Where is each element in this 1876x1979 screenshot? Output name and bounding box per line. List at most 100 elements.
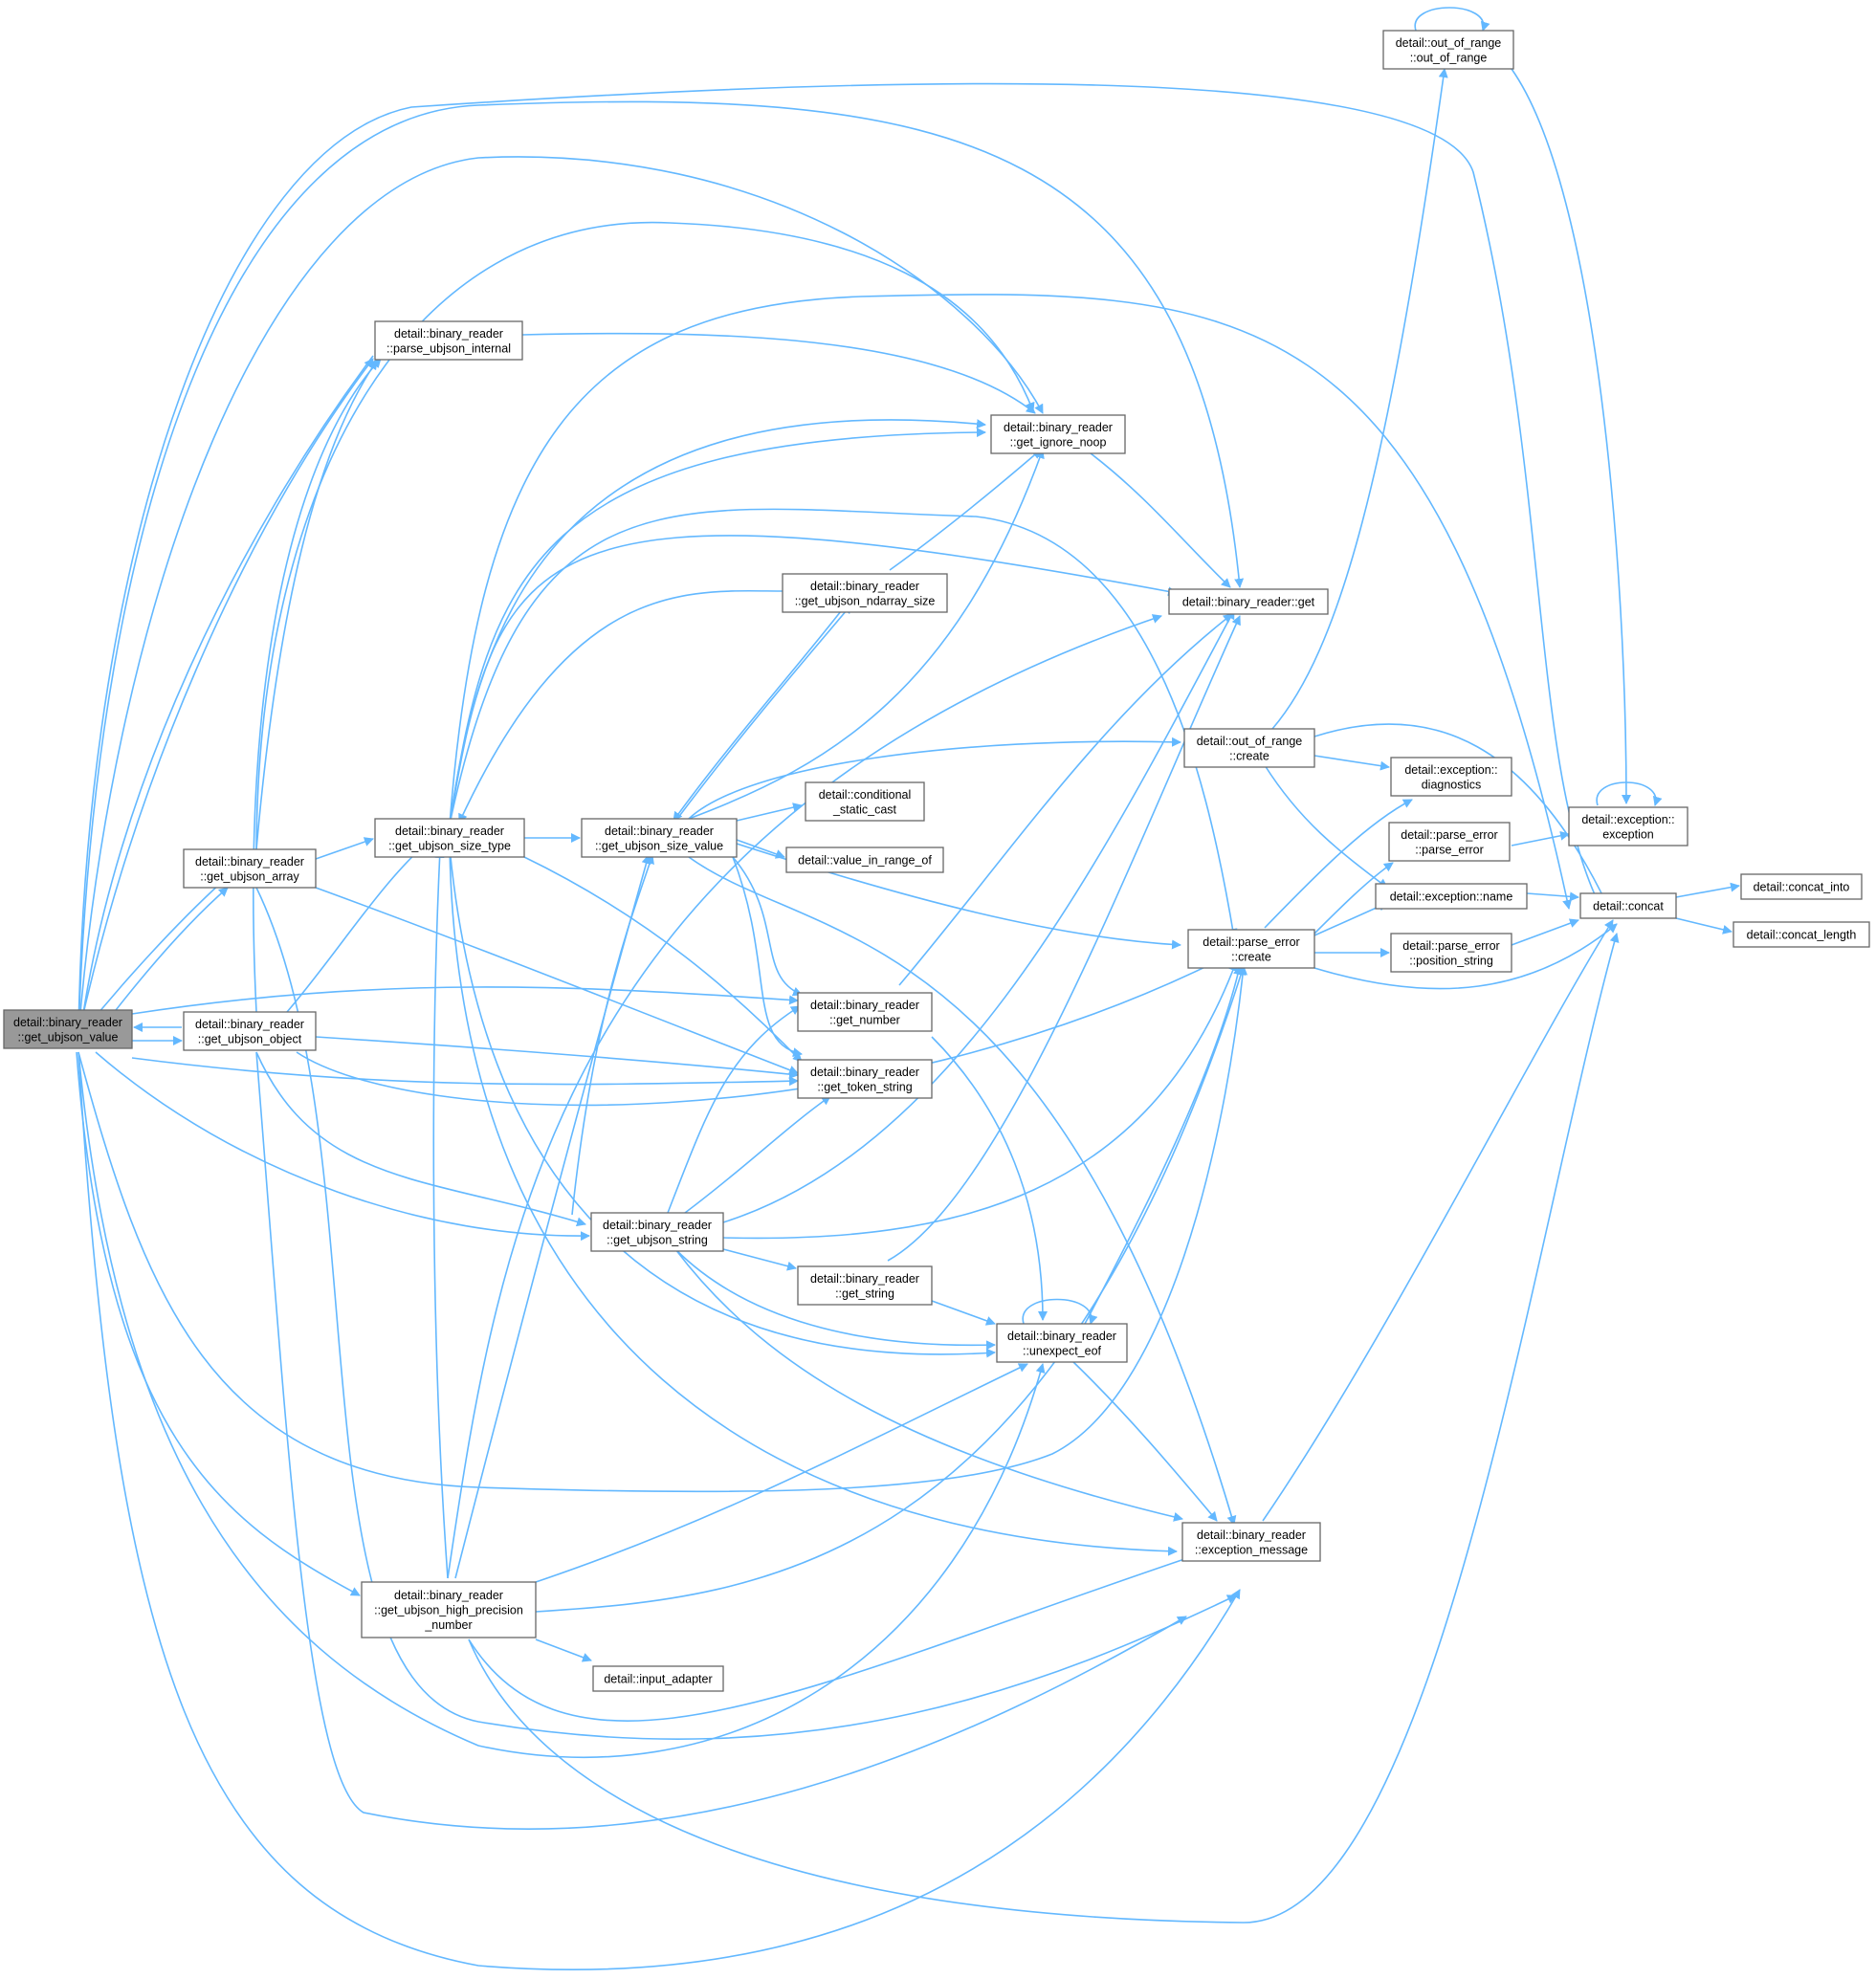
node-label: detail::binary_reader::get (1182, 596, 1315, 609)
edge-high-precision-to-unexpect-eof (535, 1363, 1028, 1583)
edge-high-precision-to-concat (468, 933, 1620, 1924)
node-get-ubjson-size-value[interactable]: detail::binary_reader::get_ubjson_size_v… (581, 818, 738, 858)
edge-value-to-token-string (131, 1057, 799, 1087)
node-parse-error-create[interactable]: detail::parse_error::create (1187, 929, 1315, 969)
node-get-number[interactable]: detail::binary_reader::get_number (797, 992, 933, 1032)
node-get-ubjson-high-precision-number[interactable]: detail::binary_reader::get_ubjson_high_p… (361, 1581, 537, 1638)
node-label-line: ::position_string (1409, 954, 1493, 967)
node-label: detail::binary_reader::unexpect_eof (1007, 1330, 1116, 1358)
node-get-string[interactable]: detail::binary_reader::get_string (797, 1265, 933, 1306)
node-conditional-static-cast[interactable]: detail::conditional_static_cast (805, 781, 925, 822)
edge-pe-create-to-diagnostics (1264, 799, 1413, 929)
edge-size-type-to-get (449, 535, 1178, 825)
node-exception-diagnostics[interactable]: detail::exception::diagnostics (1390, 757, 1512, 797)
node-value-in-range-of[interactable]: detail::value_in_range_of (785, 847, 944, 873)
node-label-line: ::get_ubjson_ndarray_size (795, 594, 936, 607)
node-get-ignore-noop[interactable]: detail::binary_reader::get_ignore_noop (990, 414, 1126, 454)
edge-array-to-exception-message (255, 887, 1237, 1740)
node-label-line: detail::conditional (819, 788, 912, 802)
edge-ubjson-string-to-parse-error-create (722, 961, 1238, 1240)
edge-ndarray-to-size-value (673, 602, 849, 822)
node-label-line: detail::binary_reader (810, 999, 919, 1012)
node-label-line: detail::binary_reader (1004, 421, 1113, 434)
edge-get-number-to-unexpect-eof (931, 1036, 1048, 1321)
node-label-line: ::get_ignore_noop (1010, 435, 1107, 449)
node-exception-ctor[interactable]: detail::exception::exception (1568, 806, 1688, 847)
node-label-line: ::parse_error (1415, 843, 1484, 856)
node-position-string[interactable]: detail::parse_error::position_string (1390, 933, 1512, 973)
node-exception-name[interactable]: detail::exception::name (1375, 883, 1528, 910)
node-label-line: ::parse_ubjson_internal (386, 341, 511, 355)
node-label: detail::binary_reader::get_string (810, 1272, 919, 1301)
node-get-token-string[interactable]: detail::binary_reader::get_token_string (797, 1059, 933, 1099)
node-label: detail::concat_length (1747, 929, 1857, 942)
edge-high-precision-to-get (447, 614, 1162, 1579)
edge-oor-create-to-concat (1313, 723, 1608, 906)
node-label: detail::binary_reader::get_ubjson_string (603, 1219, 712, 1247)
edge-high-precision-to-size-value (454, 854, 651, 1579)
node-label-line: ::create (1229, 749, 1269, 762)
node-label-line: detail::binary_reader (603, 1219, 712, 1232)
node-label-line: detail::parse_error (1402, 939, 1499, 953)
edge-unexpect-eof-to-parse-error-create (1084, 965, 1243, 1325)
node-label: detail::exception::name (1390, 891, 1513, 904)
node-get-ubjson-string[interactable]: detail::binary_reader::get_ubjson_string (590, 1212, 724, 1252)
node-label-line: ::create (1231, 950, 1271, 963)
node-get-ubjson-array[interactable]: detail::binary_reader::get_ubjson_array (183, 848, 317, 889)
node-get-ubjson-object[interactable]: detail::binary_reader::get_ubjson_object (183, 1011, 317, 1051)
node-label-line: detail::input_adapter (604, 1673, 712, 1686)
edge-size-value-to-get-number (732, 856, 803, 997)
node-label: detail::binary_reader::get_ubjson_high_p… (374, 1589, 523, 1632)
edge-value-to-unexpect-eof (77, 1051, 1046, 1758)
node-label-line: ::get_ubjson_string (607, 1233, 708, 1246)
node-concat-into[interactable]: detail::concat_into (1740, 873, 1863, 900)
node-get-ubjson-value[interactable]: detail::binary_reader::get_ubjson_value (3, 1009, 133, 1049)
node-unexpect-eof[interactable]: detail::binary_reader::unexpect_eof (996, 1323, 1128, 1363)
edge-pe-create-to-exception-name (1313, 902, 1388, 936)
node-out-of-range-ctor[interactable]: detail::out_of_range::out_of_range (1382, 30, 1514, 70)
node-get[interactable]: detail::binary_reader::get (1168, 588, 1329, 615)
node-label-line: detail::exception::name (1390, 891, 1513, 904)
edge-object-to-parse-error-create (296, 952, 1235, 1107)
node-get-ubjson-ndarray-size[interactable]: detail::binary_reader::get_ubjson_ndarra… (782, 573, 948, 613)
edge-size-type-to-ignore-noop-2 (449, 428, 986, 825)
node-label: detail::exception::diagnostics (1404, 763, 1497, 792)
edge-value-to-parse-internal (77, 358, 374, 1036)
node-get-ubjson-size-type[interactable]: detail::binary_reader::get_ubjson_size_t… (374, 818, 525, 858)
nodes: detail::binary_reader::get_ubjson_value … (3, 30, 1870, 1692)
edge-ubjson-string-to-token-string (684, 1095, 831, 1214)
edge-size-value-to-value-in-range (736, 839, 785, 859)
edge-size-value-to-ignore-noop (688, 449, 1045, 820)
edge-value-to-exception-message (77, 1051, 1241, 1970)
edge-array-to-size-type (315, 837, 374, 860)
edge-ignore-noop-to-get (1090, 452, 1231, 588)
node-label: detail::binary_reader::get_number (810, 999, 919, 1027)
node-label-line: detail::concat_into (1754, 881, 1850, 894)
edge-oor-create-to-oor-ctor (1271, 68, 1448, 730)
edge-ubjson-string-to-get-number (667, 1005, 801, 1214)
edge-pe-create-to-concat (1313, 923, 1618, 990)
node-concat[interactable]: detail::concat (1579, 892, 1677, 919)
node-label-line: detail::exception:: (1404, 763, 1497, 777)
node-out-of-range-create[interactable]: detail::out_of_range::create (1183, 728, 1315, 768)
edge-ubjson-string-to-get-string (722, 1248, 797, 1271)
node-label-line: detail::binary_reader (810, 1272, 919, 1286)
node-exception-message[interactable]: detail::binary_reader::exception_message (1181, 1522, 1321, 1562)
node-parse-ubjson-internal[interactable]: detail::binary_reader::parse_ubjson_inte… (374, 320, 523, 361)
node-label: detail::binary_reader::get_ubjson_array (195, 855, 304, 884)
node-label-line: detail::binary_reader (13, 1016, 122, 1029)
node-concat-length[interactable]: detail::concat_length (1733, 921, 1870, 948)
edge-position-string-to-concat (1511, 918, 1579, 946)
edge-get-number-to-get (898, 613, 1233, 986)
edge-oor-create-to-exception-name (1264, 764, 1388, 889)
edge-size-type-to-token-string (523, 856, 803, 1063)
edge-high-precision-to-exception-message (468, 1551, 1203, 1722)
node-input-adapter[interactable]: detail::input_adapter (592, 1665, 724, 1692)
node-parse-error-ctor[interactable]: detail::parse_error::parse_error (1388, 822, 1511, 862)
edge-high-precision-to-input-adapter (535, 1638, 592, 1662)
edge-object-to-ubjson-string (255, 1051, 586, 1227)
node-label: detail::parse_error::parse_error (1401, 828, 1497, 857)
node-label-line: ::get_ubjson_array (200, 869, 299, 883)
edge-ubjson-string-to-unexpect-eof (674, 1248, 996, 1351)
node-label: detail::concat (1593, 900, 1664, 913)
